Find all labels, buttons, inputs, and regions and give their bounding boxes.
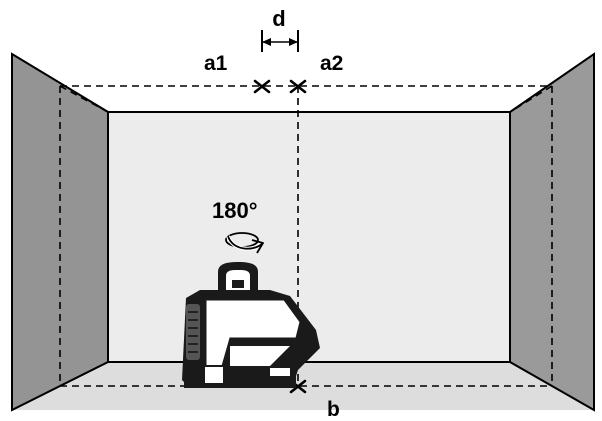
laser-lines <box>59 85 553 387</box>
laser-diagonal-top-right <box>509 85 553 113</box>
mark-a1 <box>253 79 271 94</box>
label-d: d <box>272 6 285 31</box>
laser-diagonal-top-left <box>59 85 109 113</box>
label-a1: a1 <box>204 52 228 75</box>
label-a2: a2 <box>320 52 343 75</box>
cross-mark-icon <box>289 79 307 94</box>
laser-diagonal-bottom-left <box>59 361 109 387</box>
dimension-d: d <box>261 6 299 52</box>
rotate-arrow-icon <box>225 232 264 254</box>
laser-level-icon <box>182 262 320 388</box>
dimension-arrow-left <box>262 38 271 46</box>
label-b: b <box>327 398 340 421</box>
cross-mark-icon <box>253 79 271 94</box>
laser-diagonal-bottom-right <box>509 361 553 387</box>
label-rotation: 180° <box>212 198 258 223</box>
mark-a2 <box>289 79 307 94</box>
dimension-arrow-right <box>289 38 298 46</box>
